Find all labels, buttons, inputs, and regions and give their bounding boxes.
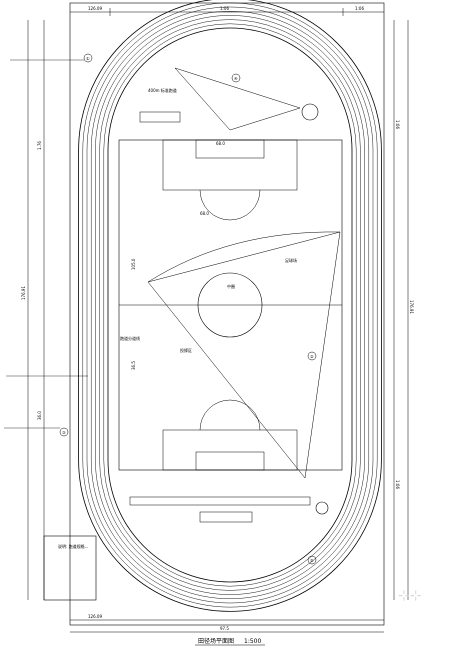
radius-label: 36.5 xyxy=(131,361,136,370)
fan-area-label: 投掷区 xyxy=(180,347,192,353)
note-label: 说明: 跑道规格... xyxy=(58,543,88,549)
track-lane-7 xyxy=(82,2,378,608)
right-dim-mid: 176.91 xyxy=(409,300,414,314)
track-label: 400m 标准跑道 xyxy=(148,87,177,93)
track-lane-1 xyxy=(107,27,353,583)
top-right-offset-label: 1:06 xyxy=(355,6,364,11)
bottom-left-offset-label: 126.09 xyxy=(88,614,102,619)
callout-1: ① xyxy=(86,56,90,61)
inner-height-label: 105.0 xyxy=(131,258,136,270)
callout-circle-1 xyxy=(83,53,93,63)
track-lane-3 xyxy=(99,19,361,591)
top-left-offset-label: 126.09 xyxy=(88,6,102,11)
watermark: ⊹⊹ xyxy=(398,588,421,604)
center-circle-label: 中圈 xyxy=(227,283,235,289)
track-lane-2 xyxy=(103,23,357,587)
running-track-lanes xyxy=(78,0,382,612)
throwing-sector xyxy=(147,231,341,479)
callout-4: ④ xyxy=(234,76,238,81)
long-jump-pit-top xyxy=(139,111,181,123)
bottom-total-label: 97.5 xyxy=(220,626,229,631)
callout-circle-3 xyxy=(59,427,69,437)
track-lane-5 xyxy=(90,11,370,599)
track-lane-6 xyxy=(86,6,374,604)
left-dim-top: 1.76 xyxy=(37,141,42,150)
callout-2: ② xyxy=(310,354,314,359)
top-total-label: 1:06 xyxy=(220,6,229,11)
callout-5: ⑤ xyxy=(310,558,314,563)
right-dim-bottom: 1:06 xyxy=(395,480,400,489)
long-jump-runway-bottom xyxy=(129,496,311,506)
callout-circle-5 xyxy=(307,555,317,565)
left-dim-mid: 36.0 xyxy=(37,411,42,420)
outer-frame xyxy=(69,2,385,626)
track-lane-4 xyxy=(95,15,365,595)
field-area-label: 足球场 xyxy=(285,257,297,263)
right-dim-top: 1:06 xyxy=(395,120,400,129)
track-lane-8 xyxy=(78,0,382,612)
lane-markers-label: 跑道分道线 xyxy=(120,335,140,341)
center-circle xyxy=(197,272,263,338)
callout-circle-4 xyxy=(231,73,241,83)
long-jump-pit-bottom xyxy=(199,511,253,523)
top-sector xyxy=(174,67,301,131)
drawing-scale: 1:500 xyxy=(244,638,261,645)
drawing-title: 田径场平面图 xyxy=(198,637,234,645)
left-dim-total: 176.91 xyxy=(21,286,26,300)
inner-width-label: 68.0 xyxy=(216,141,225,146)
callout-circle-2 xyxy=(307,351,317,361)
inner-width-label-2: 68.0 xyxy=(200,211,209,216)
bottom-penalty-area xyxy=(162,429,298,471)
callout-3: ③ xyxy=(62,430,66,435)
top-penalty-area xyxy=(162,139,298,191)
side-building xyxy=(43,535,97,601)
